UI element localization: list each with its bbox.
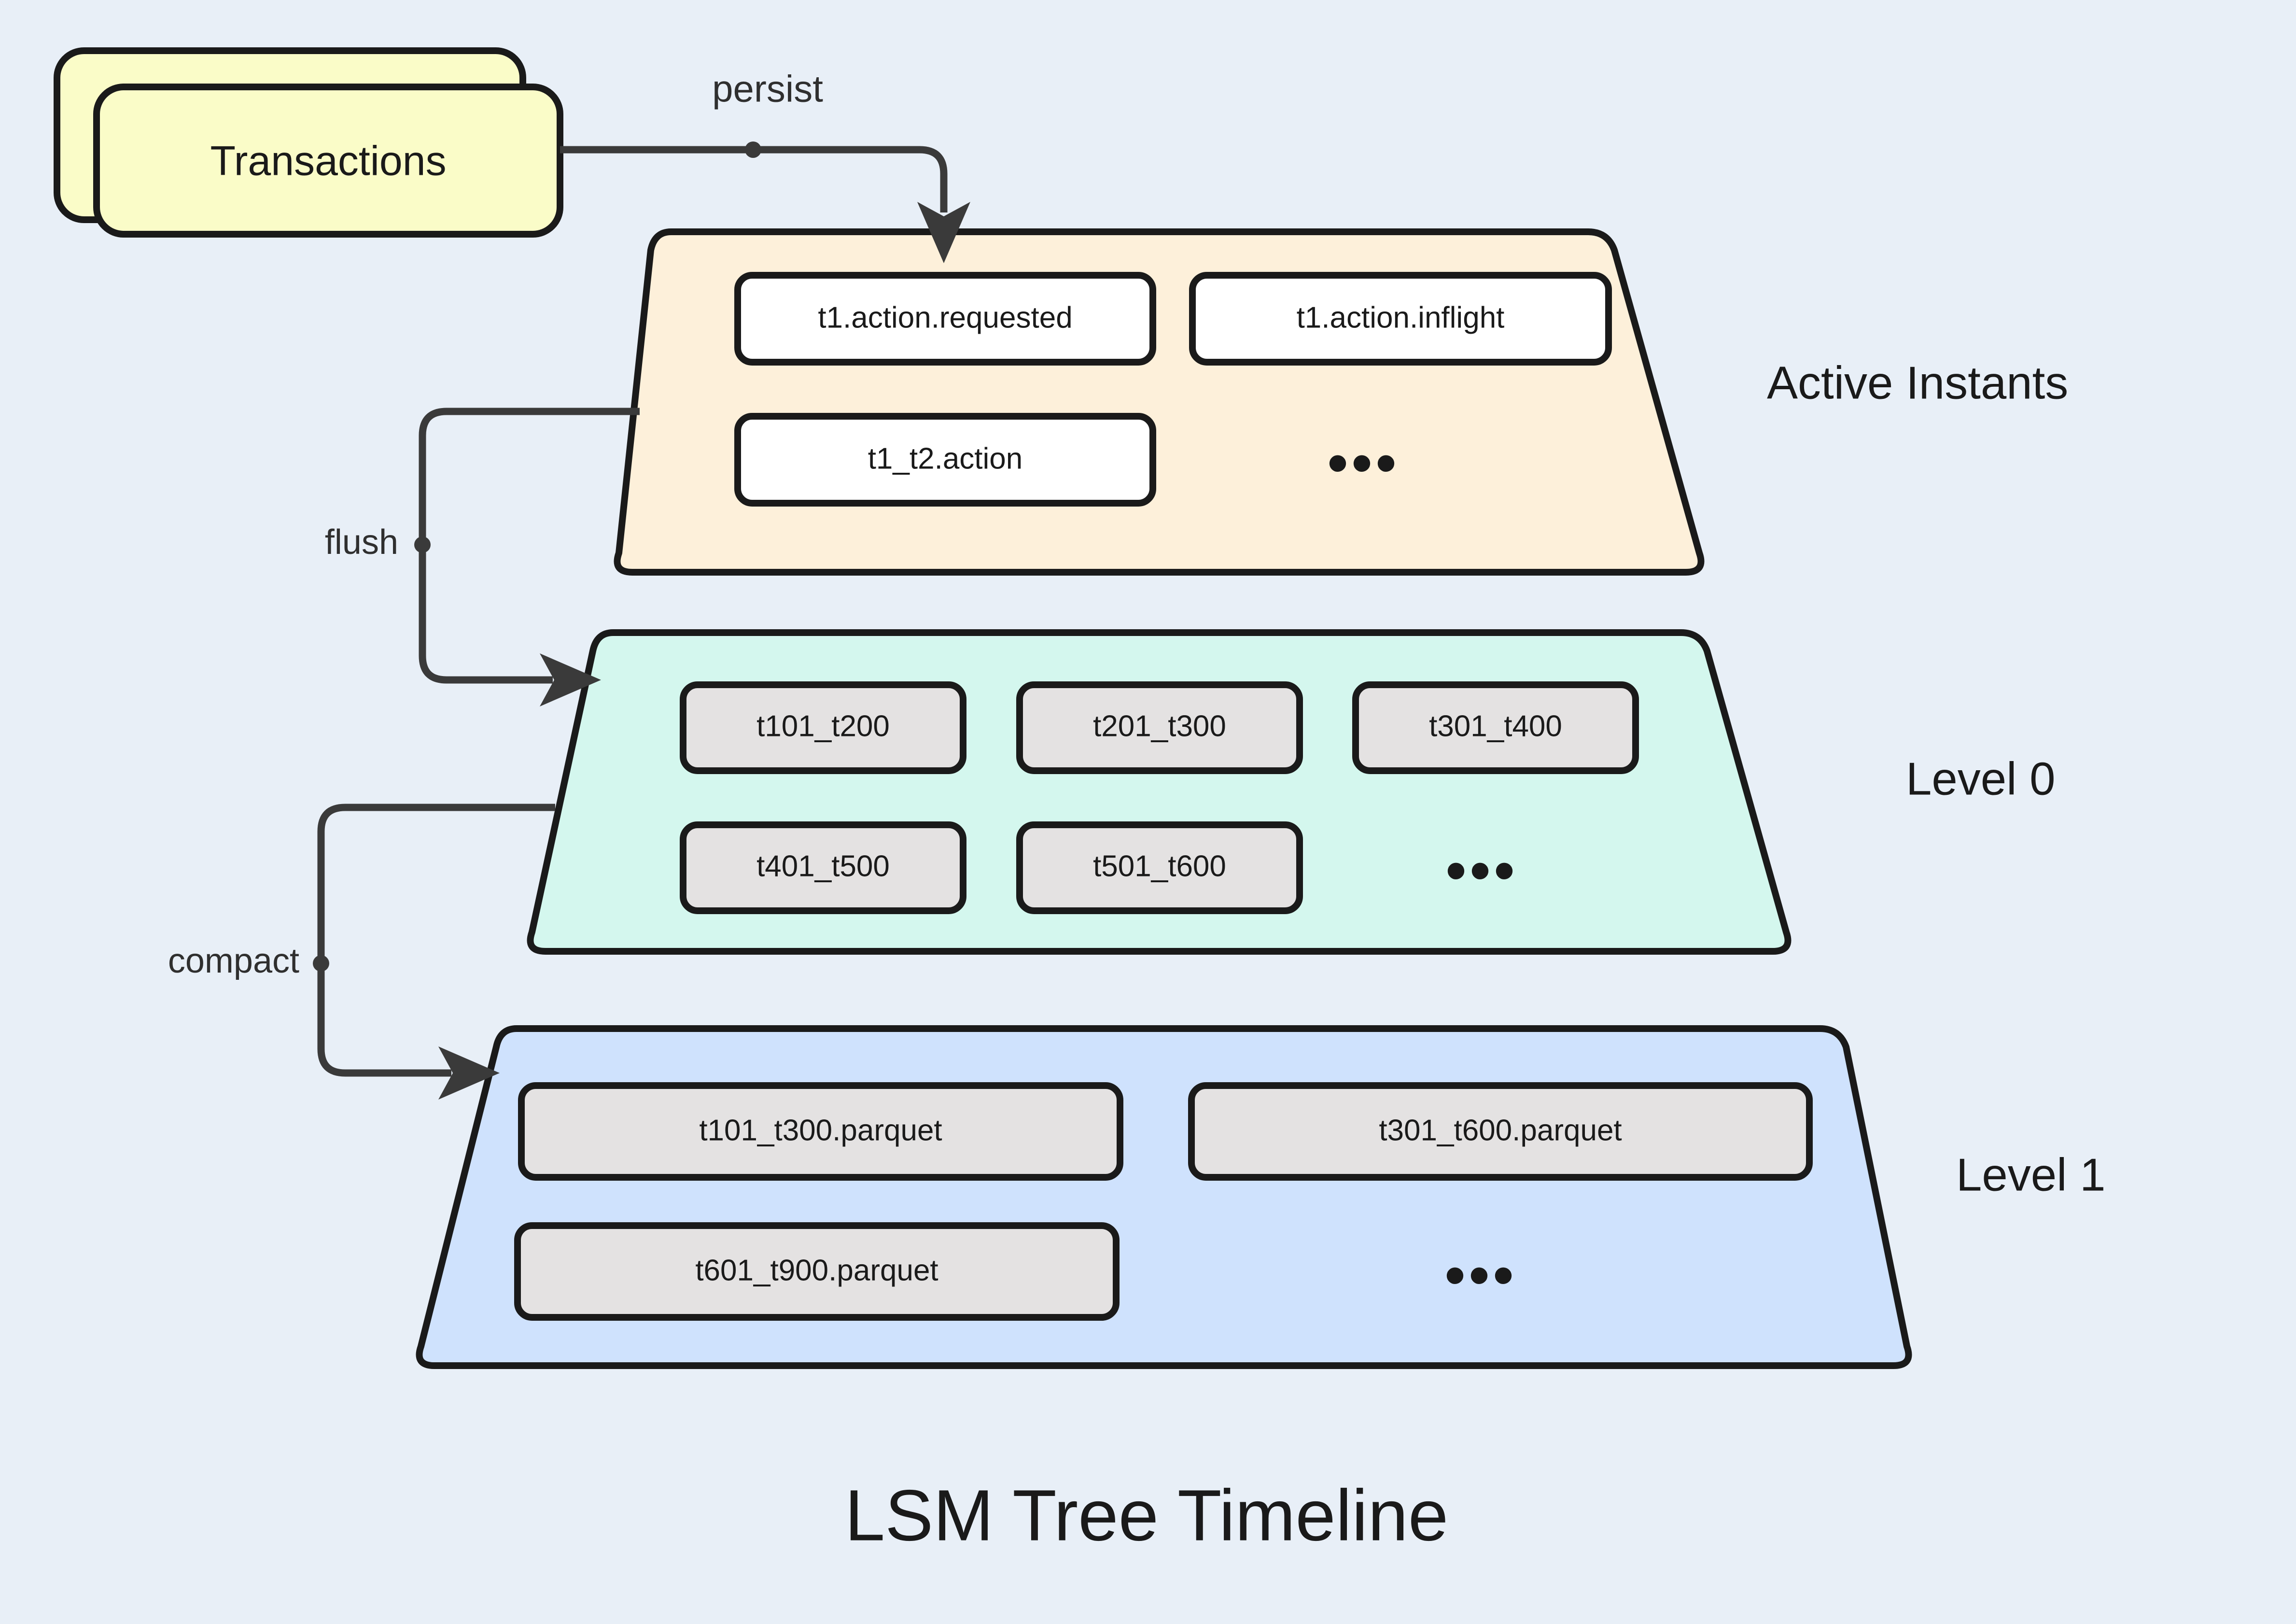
active-instants-item-1[interactable]: t1.action.inflight bbox=[1189, 272, 1612, 366]
flush-edge-label: flush bbox=[325, 523, 398, 562]
active-instants-item-2[interactable]: t1_t2.action bbox=[734, 413, 1156, 507]
diagram-title: LSM Tree Timeline bbox=[845, 1475, 1448, 1556]
instant-label: t1.action.requested bbox=[818, 301, 1072, 334]
parquet-box bbox=[518, 1082, 1123, 1181]
file-box bbox=[680, 821, 966, 914]
level-0-item-3[interactable]: t401_t500 bbox=[680, 821, 966, 914]
persist-edge-dot bbox=[745, 141, 761, 158]
edge-persist: persist bbox=[560, 68, 970, 263]
file-label: t201_t300 bbox=[1093, 709, 1226, 743]
level-0-item-4[interactable]: t501_t600 bbox=[1016, 821, 1303, 914]
persist-edge-label: persist bbox=[712, 68, 823, 110]
file-label: t101_t200 bbox=[756, 709, 890, 743]
parquet-label: t601_t900.parquet bbox=[695, 1254, 938, 1287]
active-instants-tier[interactable]: t1.action.requested t1.action.inflight t… bbox=[614, 228, 1705, 576]
level-0-item-0[interactable]: t101_t200 bbox=[680, 681, 966, 774]
file-label: t301_t400 bbox=[1429, 709, 1562, 743]
parquet-box bbox=[1188, 1082, 1813, 1181]
level-0-tier[interactable]: t101_t200 t201_t300 t301_t400 t401_t500 … bbox=[527, 629, 1792, 955]
active-instants-ellipsis: ••• bbox=[1328, 431, 1400, 495]
level-1-tier[interactable]: t101_t300.parquet t301_t600.parquet t601… bbox=[416, 1025, 1912, 1369]
instant-box bbox=[734, 413, 1156, 507]
level-0-tier-label: Level 0 bbox=[1906, 753, 2056, 805]
file-box bbox=[680, 681, 966, 774]
parquet-label: t301_t600.parquet bbox=[1379, 1114, 1622, 1147]
instant-label: t1_t2.action bbox=[868, 442, 1023, 475]
level-0-item-2[interactable]: t301_t400 bbox=[1352, 681, 1639, 774]
compact-connector-line bbox=[317, 804, 555, 1077]
transactions-card-front bbox=[93, 84, 563, 238]
level-1-item-2[interactable]: t601_t900.parquet bbox=[514, 1222, 1120, 1321]
active-instants-tier-label: Active Instants bbox=[1767, 357, 2068, 409]
level-1-tier-label: Level 1 bbox=[1956, 1149, 2106, 1200]
flush-edge-dot bbox=[414, 537, 431, 553]
flush-arrowhead bbox=[540, 653, 601, 706]
instant-box bbox=[734, 272, 1156, 366]
level-1-ellipsis: ••• bbox=[1445, 1243, 1517, 1308]
persist-arrowhead bbox=[917, 202, 970, 263]
parquet-box bbox=[514, 1222, 1120, 1321]
compact-edge-dot bbox=[313, 955, 329, 972]
transactions-node[interactable]: Transactions bbox=[54, 47, 563, 238]
compact-arrowhead bbox=[438, 1046, 500, 1100]
file-label: t401_t500 bbox=[756, 849, 890, 883]
edge-compact: compact bbox=[168, 804, 555, 1100]
persist-connector-line bbox=[560, 146, 948, 212]
instant-box bbox=[1189, 272, 1612, 366]
level-0-ellipsis: ••• bbox=[1446, 838, 1518, 903]
file-box bbox=[1016, 821, 1303, 914]
level-0-item-1[interactable]: t201_t300 bbox=[1016, 681, 1303, 774]
compact-edge-label: compact bbox=[168, 942, 299, 980]
parquet-label: t101_t300.parquet bbox=[699, 1114, 942, 1147]
file-box bbox=[1016, 681, 1303, 774]
file-box bbox=[1352, 681, 1639, 774]
file-label: t501_t600 bbox=[1093, 849, 1226, 883]
active-instants-item-0[interactable]: t1.action.requested bbox=[734, 272, 1156, 366]
transactions-label: Transactions bbox=[210, 138, 446, 184]
level-1-item-1[interactable]: t301_t600.parquet bbox=[1188, 1082, 1813, 1181]
edge-flush: flush bbox=[325, 408, 640, 706]
instant-label: t1.action.inflight bbox=[1297, 301, 1505, 334]
level-1-item-0[interactable]: t101_t300.parquet bbox=[518, 1082, 1123, 1181]
